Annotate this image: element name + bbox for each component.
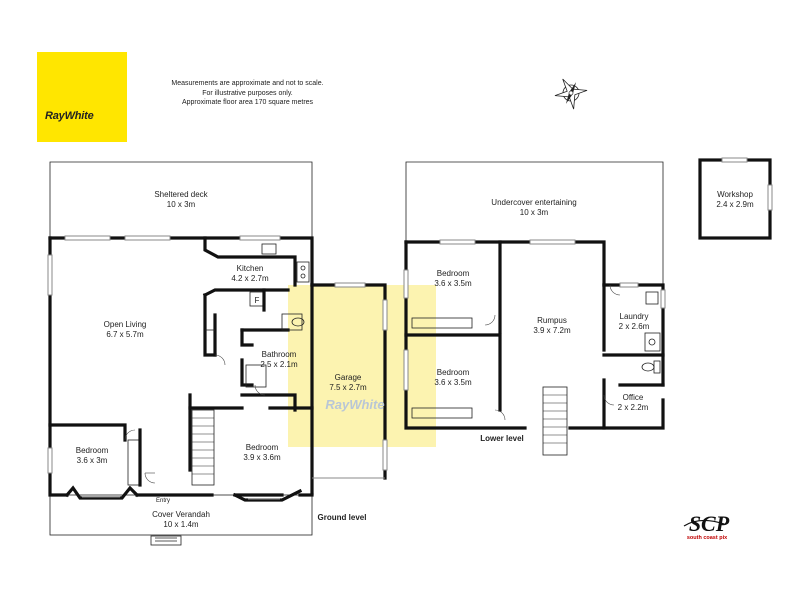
room-name-kitchen: Kitchen xyxy=(237,264,264,273)
room-size-lower-bedroom-1: 3.6 x 3.5m xyxy=(434,279,472,288)
fridge-label: F xyxy=(255,296,260,305)
lower-stairs xyxy=(542,386,568,456)
room-size-verandah: 10 x 1.4m xyxy=(163,520,198,529)
room-name-bathroom: Bathroom xyxy=(262,350,297,359)
room-size-office: 2 x 2.2m xyxy=(618,403,649,412)
ground-level-plan xyxy=(47,161,436,546)
room-size-bathroom: 2.5 x 2.1m xyxy=(260,360,298,369)
disclaimer-line-1: Measurements are approximate and not to … xyxy=(171,80,324,87)
disclaimer-notes: Measurements are approximate and not to … xyxy=(155,79,340,108)
raywhite-logo: RayWhite xyxy=(37,52,127,142)
room-name-open-living: Open Living xyxy=(104,320,147,329)
raywhite-watermark: RayWhite xyxy=(325,397,384,412)
room-name-bedroom-1: Bedroom xyxy=(76,446,109,455)
room-name-laundry: Laundry xyxy=(620,312,649,321)
room-name-lower-bedroom-2: Bedroom xyxy=(437,368,470,377)
room-size-workshop: 2.4 x 2.9m xyxy=(716,200,754,209)
room-size-bedroom-1: 3.6 x 3m xyxy=(77,456,108,465)
room-size-rumpus: 3.9 x 7.2m xyxy=(533,326,571,335)
room-size-kitchen: 4.2 x 2.7m xyxy=(231,274,269,283)
room-size-undercover-entertaining: 10 x 3m xyxy=(520,208,549,217)
ground-level-label: Ground level xyxy=(318,513,367,522)
room-size-open-living: 6.7 x 5.7m xyxy=(106,330,144,339)
garage-highlight xyxy=(288,285,436,447)
room-size-garage: 7.5 x 2.7m xyxy=(329,383,367,392)
room-size-laundry: 2 x 2.6m xyxy=(619,322,650,331)
raywhite-logo-text: RayWhite xyxy=(45,110,94,122)
ground-stairs xyxy=(191,409,215,486)
room-name-verandah: Cover Verandah xyxy=(152,510,210,519)
lower-level-plan xyxy=(403,161,666,456)
room-size-bedroom-2: 3.9 x 3.6m xyxy=(243,453,281,462)
scp-tagline: south coast pix xyxy=(687,535,728,541)
room-name-office: Office xyxy=(623,393,644,402)
disclaimer-line-3: Approximate floor area 170 square metres xyxy=(181,99,314,106)
room-name-sheltered-deck: Sheltered deck xyxy=(154,190,208,199)
south-coast-pix-logo: SCP south coast pix xyxy=(683,511,730,541)
room-name-workshop: Workshop xyxy=(717,190,753,199)
room-name-undercover-entertaining: Undercover entertaining xyxy=(491,198,576,207)
room-name-lower-bedroom-1: Bedroom xyxy=(437,269,470,278)
room-name-rumpus: Rumpus xyxy=(537,316,567,325)
lower-level-label: Lower level xyxy=(480,434,524,443)
disclaimer-line-2: For illustrative purposes only. xyxy=(202,89,293,97)
compass-rose-icon xyxy=(554,78,588,110)
entry-label: Entry xyxy=(156,498,170,504)
room-size-lower-bedroom-2: 3.6 x 3.5m xyxy=(434,378,472,387)
workshop-plan xyxy=(698,157,773,240)
room-name-garage: Garage xyxy=(335,373,362,382)
room-size-sheltered-deck: 10 x 3m xyxy=(167,200,196,209)
room-name-bedroom-2: Bedroom xyxy=(246,443,279,452)
